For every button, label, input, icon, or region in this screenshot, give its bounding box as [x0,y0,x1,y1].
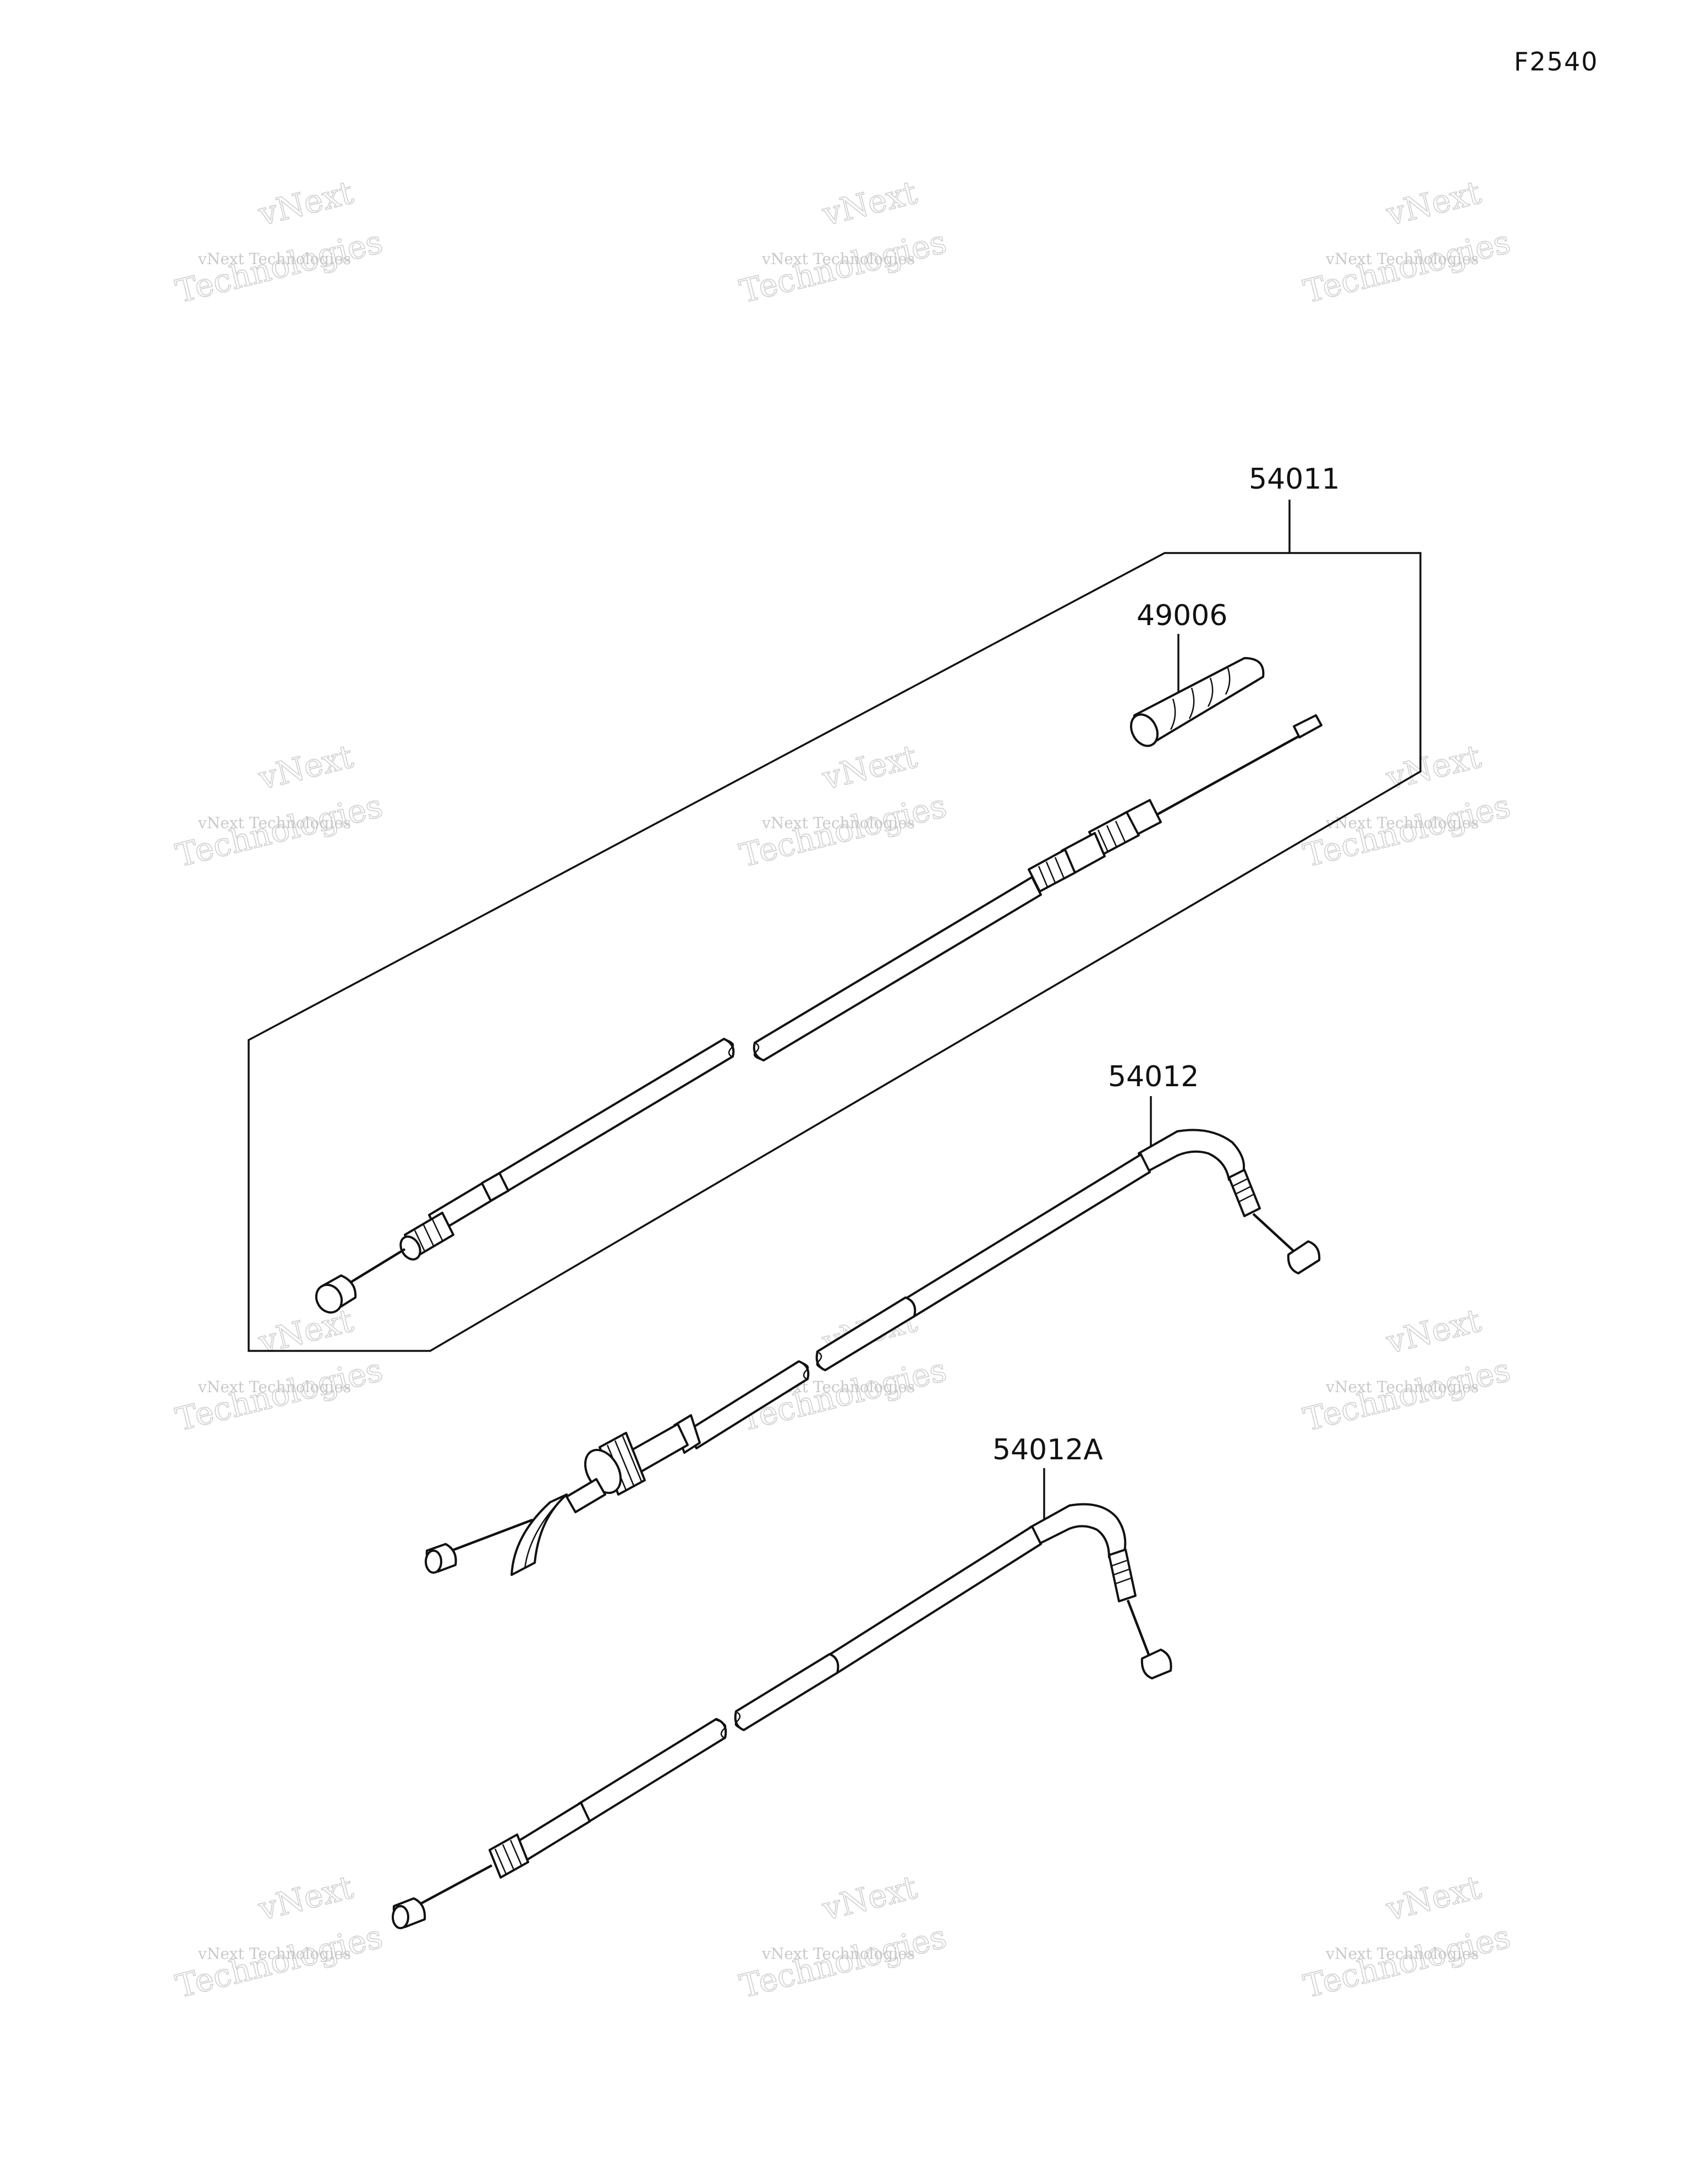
cable-54011[interactable] [311,714,1323,1317]
watermark-text-vnext: vNext [254,737,356,797]
part-label-54012[interactable]: 54012 [1108,1060,1199,1093]
cable-54012A[interactable] [392,1503,1172,1929]
watermark-text-vnext: vNext [254,1868,356,1928]
watermark-text-vnext: vNext [818,1868,920,1928]
watermark-text-vnext-technologies: vNext Technologies [1325,1945,1479,1963]
rubber-boot-49006[interactable] [1126,657,1265,751]
watermark-text-vnext: vNext [254,1301,356,1361]
cable-54012[interactable] [425,1129,1321,1576]
watermark-text-vnext: vNext [1382,173,1484,233]
watermark-text-vnext: vNext [254,173,356,233]
watermark-text-vnext-technologies: vNext Technologies [197,250,351,268]
kit-frame-outline [248,552,1422,1352]
watermark-text-vnext-technologies: vNext Technologies [197,1378,351,1396]
part-label-54012A[interactable]: 54012A [992,1433,1103,1466]
part-group-54011: 54011 49006 [248,463,1422,1352]
watermark-text-vnext: vNext [1382,737,1484,797]
watermark-text-vnext-technologies: vNext Technologies [1325,814,1479,832]
part-group-54012A: 54012A [392,1433,1172,1929]
part-label-49006[interactable]: 49006 [1137,599,1227,632]
watermark-text-vnext-technologies: vNext Technologies [1325,250,1479,268]
watermark-text-vnext: vNext [1382,1868,1484,1928]
watermark-text-vnext-technologies: vNext Technologies [761,814,915,832]
watermark-text-vnext: vNext [818,173,920,233]
watermark-text-vnext-technologies: vNext Technologies [197,814,351,832]
watermark-text-vnext-technologies: vNext Technologies [761,250,915,268]
watermark-text-vnext: vNext [1382,1301,1484,1361]
watermark-text-vnext: vNext [818,737,920,797]
part-label-54011[interactable]: 54011 [1249,463,1340,496]
watermark-text-vnext-technologies: vNext Technologies [1325,1378,1479,1396]
watermark-text-vnext-technologies: vNext Technologies [197,1945,351,1963]
watermark-text-vnext-technologies: vNext Technologies [761,1945,915,1963]
part-group-54012: 54012 [425,1060,1321,1576]
diagram-code: F2540 [1514,47,1599,76]
